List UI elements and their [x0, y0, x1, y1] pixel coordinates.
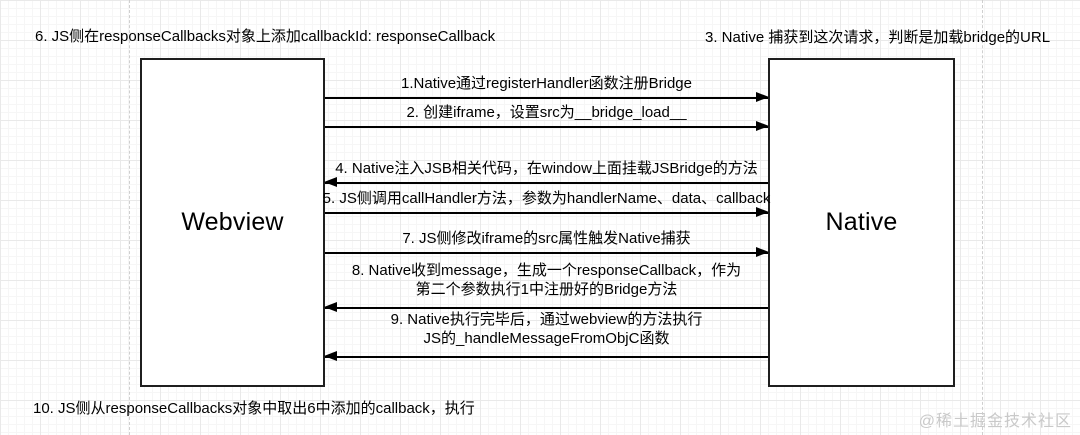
arrow-label-line-1: 9. Native执行完毕后，通过webview的方法执行 [390, 311, 703, 328]
arrow-line [325, 126, 768, 128]
arrow-line [325, 356, 768, 358]
arrow-label: 7. JS侧修改iframe的src属性触发Native捕获 [402, 230, 691, 247]
arrowhead-right-icon [756, 92, 769, 102]
native-actor-box: Native [768, 58, 955, 387]
arrow-line [325, 212, 768, 214]
webview-actor-box: Webview [140, 58, 325, 387]
arrowhead-left-icon [324, 177, 337, 187]
arrowhead-right-icon [756, 121, 769, 131]
arrowhead-right-icon [756, 247, 769, 257]
webview-actor-label: Webview [181, 208, 284, 236]
arrow-label: 5. JS侧调用callHandler方法，参数为handlerName、dat… [322, 190, 771, 207]
note-step-3: 3. Native 捕获到这次请求，判断是加载bridge的URL [705, 29, 1051, 46]
arrow-line [325, 252, 768, 254]
page-boundary-right [982, 0, 983, 435]
native-actor-label: Native [825, 208, 898, 236]
arrow-label: 9. Native执行完毕后，通过webview的方法执行 JS的_handle… [391, 310, 703, 348]
arrow-label-line-2: JS的_handleMessageFromObjC函数 [423, 330, 670, 347]
arrow-label-line-2: 第二个参数执行1中注册好的Bridge方法 [415, 281, 678, 298]
arrow-label: 1.Native通过registerHandler函数注册Bridge [401, 75, 692, 92]
note-step-10: 10. JS侧从responseCallbacks对象中取出6中添加的callb… [33, 400, 475, 417]
arrow-label: 4. Native注入JSB相关代码，在window上面挂载JSBridge的方… [335, 160, 758, 177]
arrow-label-line-1: 8. Native收到message，生成一个responseCallback，… [351, 262, 742, 279]
arrow-line [325, 97, 768, 99]
arrow-line [325, 182, 768, 184]
arrowhead-left-icon [324, 302, 337, 312]
note-step-6: 6. JS侧在responseCallbacks对象上添加callbackId:… [35, 28, 496, 45]
arrowhead-right-icon [756, 207, 769, 217]
arrow-line [325, 307, 768, 309]
watermark: @稀土掘金技术社区 [918, 413, 1072, 430]
page-boundary-left [129, 0, 130, 435]
arrowhead-left-icon [324, 351, 337, 361]
arrow-label: 8. Native收到message，生成一个responseCallback，… [352, 261, 741, 299]
arrow-label: 2. 创建iframe，设置src为__bridge_load__ [406, 104, 687, 121]
